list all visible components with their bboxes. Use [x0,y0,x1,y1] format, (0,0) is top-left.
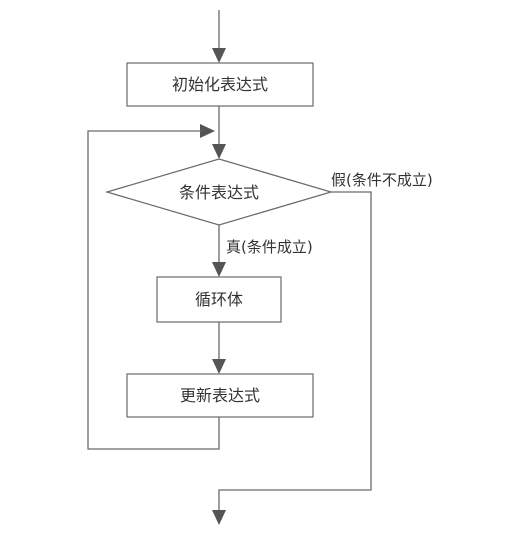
entry-arrowhead [212,48,226,63]
init-to-condition-arrowhead [212,144,226,159]
loop-back-line [87,130,220,450]
init-box [126,62,314,107]
init-label: 初始化表达式 [172,75,268,94]
condition-label: 条件表达式 [179,183,259,202]
true-branch-arrowhead [212,262,226,277]
exit-arrowhead [212,510,226,525]
update-box [126,373,314,418]
true-branch-label: 真(条件成立) [226,238,313,256]
loop-body-box [156,276,282,323]
loop-body-label: 循环体 [195,290,243,309]
loop-back-arrowhead [200,124,215,138]
update-label: 更新表达式 [180,386,260,405]
body-to-update-arrowhead [212,359,226,374]
false-branch-line [218,191,372,514]
false-branch-label: 假(条件不成立) [331,171,433,189]
